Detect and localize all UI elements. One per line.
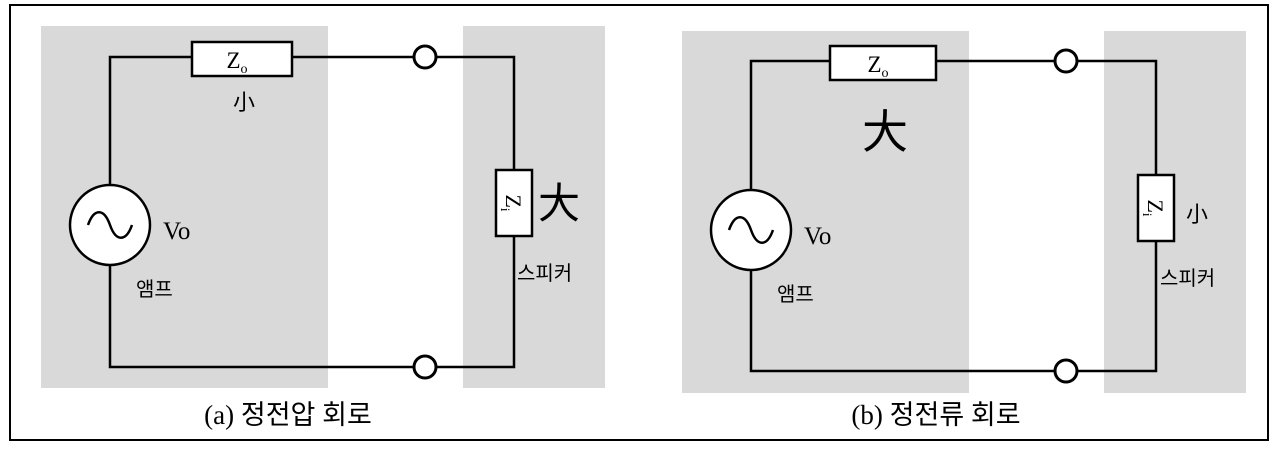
input-impedance-label-b: Zi — [1140, 199, 1168, 216]
input-impedance-size-b: 小 — [1186, 203, 1208, 228]
wire-bottom-right-b — [1077, 241, 1158, 373]
speaker-label-a: 스피커 — [517, 261, 572, 285]
wire-bottom-left-b — [749, 270, 1055, 373]
caption-a: (a) 정전압 회로 — [204, 400, 372, 430]
terminal-top-b — [1053, 48, 1079, 74]
output-impedance-label-b: Zo — [867, 52, 888, 81]
output-impedance-resistor-b — [828, 44, 938, 82]
input-impedance-label-a: Zi — [498, 194, 526, 211]
wire-top-right-a — [436, 55, 516, 170]
input-impedance-resistor-b — [1136, 173, 1176, 243]
terminal-bottom-a — [412, 354, 438, 380]
caption-b: (b) 정전류 회로 — [851, 400, 1020, 430]
wire-bottom-right-a — [436, 236, 516, 369]
terminal-top-a — [412, 44, 438, 70]
input-impedance-size-a: 大 — [538, 179, 580, 228]
terminal-bottom-b — [1053, 358, 1079, 384]
output-impedance-size-a: 小 — [233, 91, 255, 116]
output-impedance-size-b: 大 — [862, 105, 908, 159]
panel-a: Zo 小 Vo 앰프 Zi 大 스피커 (a) 정전압 회로 — [41, 26, 605, 430]
output-impedance-resistor-a — [190, 40, 294, 78]
panel-b: Zo 大 Vo 앰프 Zi 小 스피커 (b) 정전류 회로 — [682, 31, 1246, 430]
input-impedance-resistor-a — [494, 168, 534, 238]
output-impedance-label-a: Zo — [226, 48, 247, 77]
speaker-label-b: 스피커 — [1160, 266, 1215, 290]
source-label-a: Vo — [163, 218, 190, 245]
wire-top-left-a — [108, 55, 192, 210]
source-label-b: Vo — [804, 223, 831, 250]
amp-label-b: 앰프 — [777, 282, 814, 306]
sine-wave-icon-b — [727, 216, 775, 244]
speaker-block-a — [463, 26, 605, 388]
wire-top-left-b — [749, 59, 830, 214]
sine-wave-icon-a — [86, 211, 134, 239]
wire-top-right-b — [1077, 59, 1158, 175]
amp-label-a: 앰프 — [136, 277, 173, 301]
wire-bottom-left-a — [108, 264, 414, 369]
